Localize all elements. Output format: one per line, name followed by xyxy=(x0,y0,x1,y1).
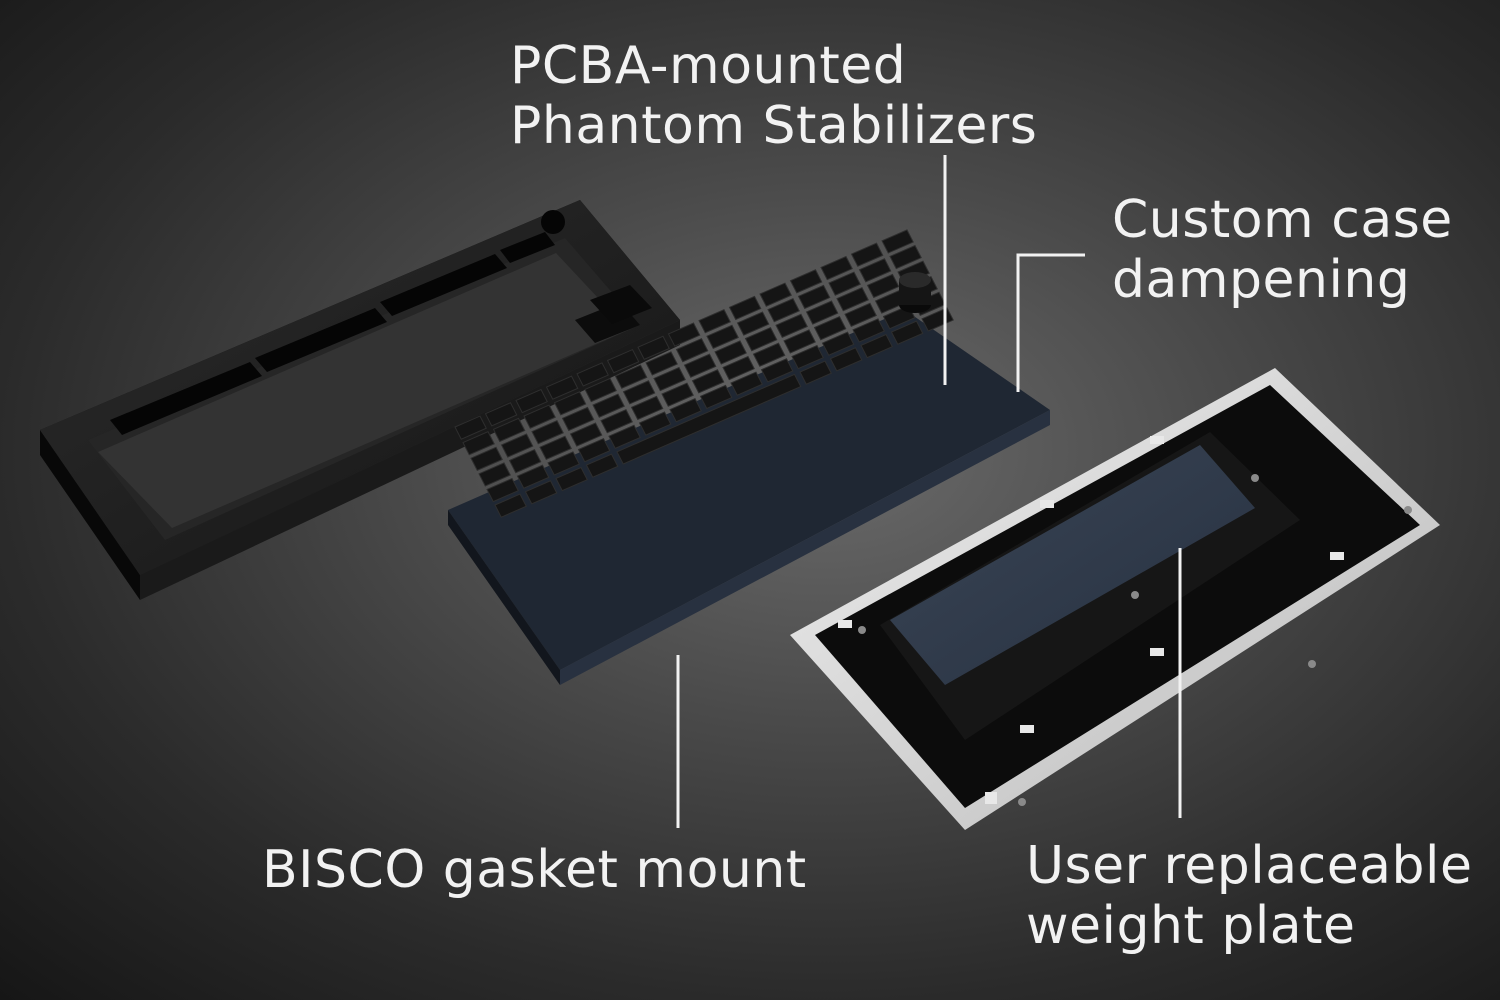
keycap xyxy=(844,302,877,328)
keycap xyxy=(523,404,556,429)
keycap xyxy=(699,384,733,410)
keycap xyxy=(638,411,672,436)
keycap xyxy=(775,313,808,339)
keycap xyxy=(606,348,640,374)
keycap xyxy=(500,433,534,458)
keycap xyxy=(889,244,922,270)
keycap xyxy=(797,284,831,310)
keycaps xyxy=(454,229,954,518)
keycap xyxy=(669,398,702,423)
keycap xyxy=(667,322,701,347)
keycap xyxy=(592,393,625,418)
keycap xyxy=(866,273,900,299)
keycap xyxy=(714,340,747,365)
dampening-callout: Custom case dampening xyxy=(1112,190,1453,310)
keycap xyxy=(653,366,686,392)
keycap xyxy=(630,395,664,421)
keycap xyxy=(516,464,550,489)
keycap xyxy=(728,295,762,321)
keycap xyxy=(515,388,548,414)
keycap xyxy=(744,326,778,352)
stabilizers-callout-line-1: PCBA-mounted xyxy=(510,36,907,96)
keycap xyxy=(545,375,579,400)
keycap xyxy=(622,380,656,405)
keycap xyxy=(698,309,731,334)
keycap xyxy=(547,451,580,476)
dampening-callout-line-2: dampening xyxy=(1112,250,1411,310)
volume-knob-icon xyxy=(899,272,931,313)
keycap xyxy=(484,402,518,427)
keycap xyxy=(470,446,503,472)
keycap xyxy=(539,435,572,461)
keycap xyxy=(799,360,832,385)
keycap xyxy=(813,315,847,341)
keycap xyxy=(531,420,564,445)
gasket-callout: BISCO gasket mount xyxy=(262,840,807,900)
keycap xyxy=(584,377,617,403)
keycap xyxy=(836,287,869,312)
keycap xyxy=(608,424,641,450)
keycap xyxy=(820,255,853,281)
keycap xyxy=(706,324,739,350)
keycap xyxy=(486,477,519,503)
keycap xyxy=(675,337,709,363)
keycap xyxy=(858,258,892,283)
keycap xyxy=(462,431,495,456)
keycap xyxy=(454,415,487,440)
keycap xyxy=(759,282,792,307)
keycap xyxy=(492,417,526,443)
dampening-callout-line-1: Custom case xyxy=(1112,190,1453,250)
keycap xyxy=(576,362,609,387)
keycap xyxy=(829,347,863,372)
keycap xyxy=(561,406,595,432)
keycap xyxy=(789,269,823,294)
keycap xyxy=(736,311,770,336)
keycap xyxy=(637,335,670,361)
keycap xyxy=(524,480,558,505)
bottom-weight-plate xyxy=(790,368,1440,830)
keycap xyxy=(645,351,678,376)
keycap xyxy=(730,371,763,396)
keycap xyxy=(585,453,619,478)
keycap xyxy=(850,242,884,267)
keycap xyxy=(600,409,633,434)
keycap xyxy=(661,382,694,407)
spacebar-keycap xyxy=(616,373,802,465)
keycap xyxy=(553,391,587,416)
keycap xyxy=(821,331,855,356)
keycap xyxy=(783,329,816,354)
keycap xyxy=(683,353,717,378)
weight-callout-line-2: weight plate xyxy=(1026,896,1356,956)
keycap xyxy=(577,437,611,463)
aluminum-case xyxy=(40,200,680,600)
dampening-leader-line xyxy=(1016,253,1085,392)
keycap xyxy=(691,369,725,394)
stabilizers-callout: PCBA-mounted Phantom Stabilizers xyxy=(510,36,1037,156)
keycap xyxy=(569,422,603,447)
keycap xyxy=(767,298,800,323)
keycap xyxy=(494,493,527,518)
keycap xyxy=(852,318,885,343)
callout-leader-lines xyxy=(676,155,1182,828)
keycap xyxy=(760,358,794,383)
keycap xyxy=(890,320,924,345)
keycap xyxy=(828,271,861,296)
keyboard-assembly xyxy=(448,229,1050,685)
keycap xyxy=(614,364,648,389)
keycap xyxy=(508,448,542,474)
keycap xyxy=(881,229,914,254)
gasket-callout-line-1: BISCO gasket mount xyxy=(262,840,807,900)
weight-callout-line-1: User replaceable xyxy=(1026,836,1473,896)
keycap xyxy=(555,466,588,492)
keycap xyxy=(752,342,786,367)
keycap xyxy=(722,355,755,381)
keycap xyxy=(791,344,824,370)
stabilizers-callout-line-2: Phantom Stabilizers xyxy=(510,96,1038,156)
keycap xyxy=(860,333,893,359)
keycap xyxy=(478,462,511,487)
keycap xyxy=(805,300,839,325)
weight-plate-callout: User replaceable weight plate xyxy=(1026,836,1473,956)
